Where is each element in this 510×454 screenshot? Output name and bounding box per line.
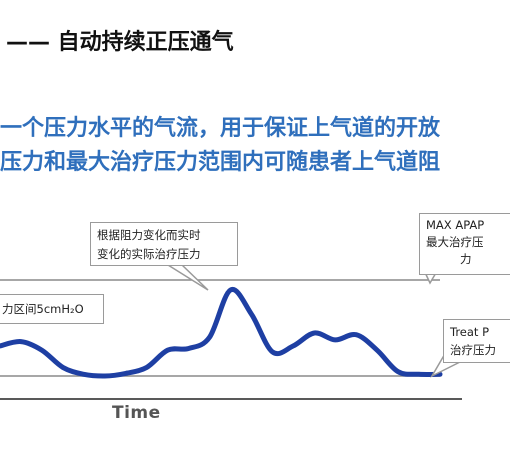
max-apap-line-1: MAX APAP — [426, 218, 485, 232]
pressure-range-label: 力区间5cmH₂O — [2, 302, 84, 316]
max-apap-line-2: 最大治疗压 — [426, 235, 484, 249]
max-apap-callout: MAX APAP 最大治疗压 力 — [419, 213, 510, 275]
peak-callout-pointer — [165, 264, 209, 291]
treat-p-line-1: Treat P — [450, 325, 490, 339]
peak-callout-line-1: 根据阻力变化而实时 — [97, 228, 201, 242]
time-axis-label: Time — [112, 403, 161, 423]
peak-callout-line-2: 变化的实际治疗压力 — [97, 247, 201, 261]
treat-p-callout: Treat P 治疗压力 — [443, 319, 510, 363]
slide-subtitle: 一个压力水平的气流，用于保证上气道的开放 压力和最大治疗压力范围内可随患者上气道… — [0, 112, 510, 180]
peak-callout: 根据阻力变化而实时 变化的实际治疗压力 — [90, 222, 238, 266]
slide-title: —— 自动持续正压通气 — [6, 30, 234, 55]
max-apap-line-3: 力 — [460, 252, 472, 266]
subtitle-line-1: 一个压力水平的气流，用于保证上气道的开放 — [0, 116, 441, 141]
treat-p-line-2: 治疗压力 — [450, 343, 496, 357]
pressure-range-callout: 力区间5cmH₂O — [0, 294, 104, 324]
subtitle-line-2: 压力和最大治疗压力范围内可随患者上气道阻 — [0, 150, 441, 175]
pressure-curve — [0, 287, 443, 379]
